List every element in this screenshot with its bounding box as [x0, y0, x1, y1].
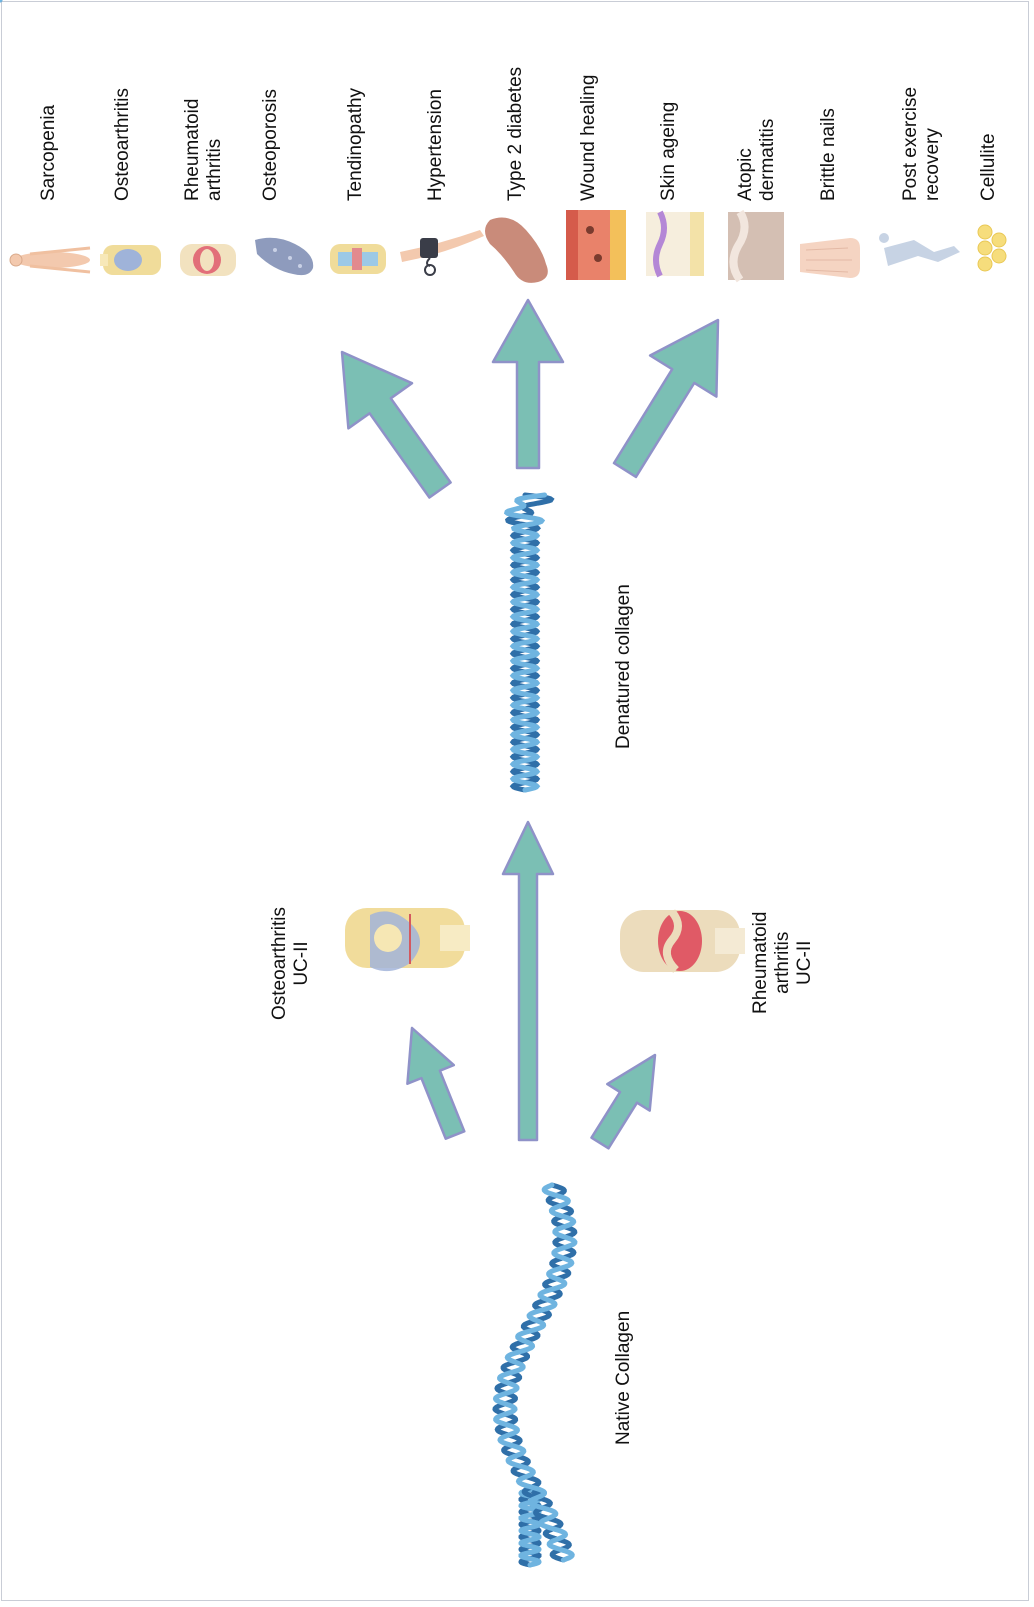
native-collagen-label: Native Collagen	[613, 1311, 635, 1445]
osteoarthritis-uc-ii-label: Osteoarthritis UC-II	[269, 907, 313, 1020]
denatured-collagen-label: Denatured collagen	[613, 584, 635, 749]
condition-label: Tendinopathy	[345, 88, 367, 201]
condition-label: Sarcopenia	[38, 105, 60, 201]
condition-label: Atopic dermatitis	[735, 119, 779, 201]
rheumatoid-joint-icon	[620, 910, 745, 972]
condition-label: Brittle nails	[818, 108, 840, 201]
rheumatoid-uc-ii-label: Rheumatoid arthritis UC-II	[750, 912, 816, 1014]
condition-label: Type 2 diabetes	[505, 67, 527, 201]
condition-label: Cellulite	[978, 133, 1000, 201]
condition-label: Osteoporosis	[260, 89, 282, 201]
condition-label: Rheumatoid arthritis	[182, 99, 226, 201]
condition-label: Osteoarthritis	[112, 88, 134, 201]
condition-label: Hypertension	[425, 89, 447, 201]
condition-label: Skin ageing	[658, 102, 680, 201]
condition-label: Wound healing	[578, 75, 600, 201]
osteoarthritis-knee-icon	[345, 908, 470, 971]
condition-label: Post exercise recovery	[900, 87, 944, 201]
